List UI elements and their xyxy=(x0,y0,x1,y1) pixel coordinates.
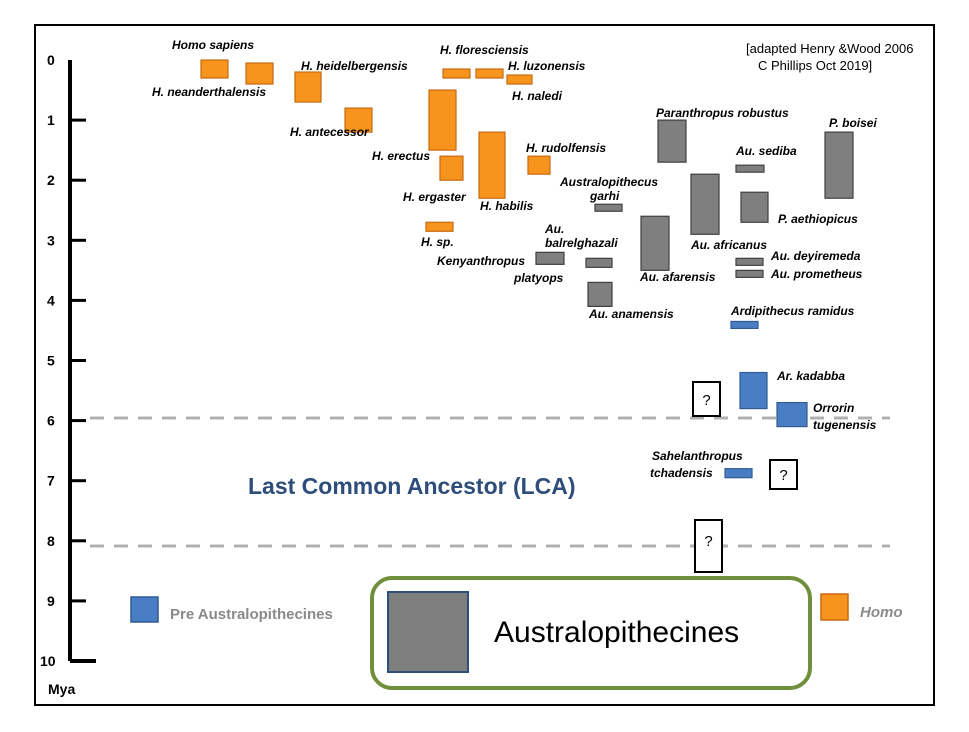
credit-line-1: [adapted Henry &Wood 2006 xyxy=(746,41,913,56)
axis-tick-label-3: 3 xyxy=(47,232,55,248)
range-bar-au-deyiremeda xyxy=(735,257,764,266)
range-bar-h-ergaster xyxy=(439,155,464,181)
range-bar-h-erectus xyxy=(428,89,457,151)
label-h-naledi: H. naledi xyxy=(512,89,563,103)
label-h-ergaster: H. ergaster xyxy=(403,190,467,204)
legend-australopithecines-frame xyxy=(370,576,812,690)
axis-tick-label-9: 9 xyxy=(47,593,55,609)
label-h-antecessor: H. antecessor xyxy=(290,125,370,139)
label-tugenensis: tugenensis xyxy=(813,418,877,432)
range-bar-h-sp xyxy=(425,221,454,232)
legend-homo-label: Homo xyxy=(860,604,903,621)
label-h-heidelbergensis: H. heidelbergensis xyxy=(301,59,408,73)
label-au-prometheus: Au. prometheus xyxy=(770,267,863,281)
range-bar-au-sediba xyxy=(735,164,765,173)
range-bar-homo-sapiens xyxy=(200,59,229,79)
range-bar-h-rudolfensis xyxy=(527,155,551,175)
range-bar-au-prometheus xyxy=(735,269,764,278)
label-h-neanderthalensis: H. neanderthalensis xyxy=(152,85,266,99)
range-bar-australopithecus-garhi xyxy=(594,203,623,212)
label-au-africanus: Au. africanus xyxy=(690,238,767,252)
range-bar-orrorin-tugenensis xyxy=(776,401,808,428)
lca-label: Last Common Ancestor (LCA) xyxy=(248,473,576,499)
label-platyops: platyops xyxy=(513,271,564,285)
range-bar-kenyanthropus-platyops xyxy=(535,251,565,265)
label-au-balrelghazali-1: Au. xyxy=(544,222,564,236)
range-bar-h-luzonensis xyxy=(475,68,504,79)
label-australopithecus-garhi-1: Australopithecus xyxy=(559,175,658,189)
label-h-habilis: H. habilis xyxy=(480,199,534,213)
label-au-balrelghazali-2: balrelghazali xyxy=(545,236,618,250)
range-bar-au-balrelghazali xyxy=(585,257,613,268)
legend-pre-label: Pre Australopithecines xyxy=(170,606,333,623)
label-h-erectus: H. erectus xyxy=(372,149,430,163)
legend-pre-swatch xyxy=(130,596,159,623)
axis-tick-label-10: 10 xyxy=(40,653,56,669)
label-kenyanthropus: Kenyanthropus xyxy=(437,254,525,268)
label-sahelanthropus: Sahelanthropus xyxy=(652,449,743,463)
range-bar-h-heidelbergensis xyxy=(294,71,322,103)
legend-australopithecines-swatch xyxy=(387,591,469,673)
time-axis: 0 1 2 3 4 5 6 7 8 9 10 xyxy=(40,52,96,669)
range-bar-sahelanthropus-tchadensis xyxy=(724,468,753,479)
range-bar-ardipithecus-ramidus xyxy=(730,320,759,330)
label-ar-kadabba: Ar. kadabba xyxy=(776,369,845,383)
label-orrorin: Orrorin xyxy=(813,401,854,415)
axis-unit-label: Mya xyxy=(48,681,75,697)
question-box-3 xyxy=(694,519,723,573)
label-au-afarensis: Au. afarensis xyxy=(639,270,716,284)
axis-tick-label-1: 1 xyxy=(47,112,55,128)
label-tchadensis: tchadensis xyxy=(650,466,713,480)
label-p-aethiopicus: P. aethiopicus xyxy=(778,212,858,226)
question-mark-3: ? xyxy=(704,533,712,550)
species-ranges xyxy=(200,59,854,479)
range-bar-ar-kadabba xyxy=(739,371,768,410)
axis-tick-label-2: 2 xyxy=(47,172,55,188)
label-h-luzonensis: H. luzonensis xyxy=(508,59,586,73)
label-h-floresciensis: H. floresciensis xyxy=(440,43,529,57)
range-bar-au-africanus xyxy=(690,173,720,235)
axis-tick-label-8: 8 xyxy=(47,533,55,549)
credit-line-2: C Phillips Oct 2019] xyxy=(758,58,872,73)
legend: Pre Australopithecines Australopithecine… xyxy=(130,576,903,690)
range-bar-h-naledi xyxy=(506,74,533,85)
label-ardipithecus-ramidus: Ardipithecus ramidus xyxy=(730,304,855,318)
range-bar-p-aethiopicus xyxy=(740,191,769,223)
label-h-rudolfensis: H. rudolfensis xyxy=(526,141,606,155)
label-p-boisei: P. boisei xyxy=(829,116,877,130)
uncertainty-markers: ? ? ? xyxy=(692,381,798,573)
question-mark-2: ? xyxy=(779,467,787,484)
axis-tick-label-5: 5 xyxy=(47,353,55,369)
axis-tick-label-7: 7 xyxy=(47,473,55,489)
range-bar-h-habilis xyxy=(478,131,506,199)
question-box-1 xyxy=(692,381,721,417)
range-bar-h-floresciensis xyxy=(442,68,471,79)
legend-homo-swatch xyxy=(820,593,849,621)
range-bar-h-antecessor xyxy=(344,107,373,133)
range-bar-au-anamensis xyxy=(587,281,613,308)
label-paranthropus-robustus: Paranthropus robustus xyxy=(656,106,789,120)
axis-tick-label-6: 6 xyxy=(47,413,55,429)
question-mark-1: ? xyxy=(702,392,710,409)
legend-australopithecines-label: Australopithecines xyxy=(494,616,739,649)
range-bar-h-neanderthalensis xyxy=(245,62,274,85)
label-australopithecus-garhi-2: garhi xyxy=(589,189,620,203)
label-h-sp: H. sp. xyxy=(421,235,454,249)
axis-tick-label-0: 0 xyxy=(47,52,55,68)
label-homo-sapiens: Homo sapiens xyxy=(172,38,254,52)
range-bar-au-afarensis xyxy=(640,215,670,271)
label-au-deyiremeda: Au. deyiremeda xyxy=(770,249,861,263)
axis-tick-label-4: 4 xyxy=(47,292,55,308)
question-box-2 xyxy=(769,459,798,490)
label-au-sediba: Au. sediba xyxy=(735,144,797,158)
range-bar-p-boisei xyxy=(824,131,854,199)
range-bar-paranthropus-robustus xyxy=(657,119,687,163)
label-au-anamensis: Au. anamensis xyxy=(588,307,674,321)
species-labels: Homo sapiens H. neanderthalensis H. heid… xyxy=(152,38,877,480)
